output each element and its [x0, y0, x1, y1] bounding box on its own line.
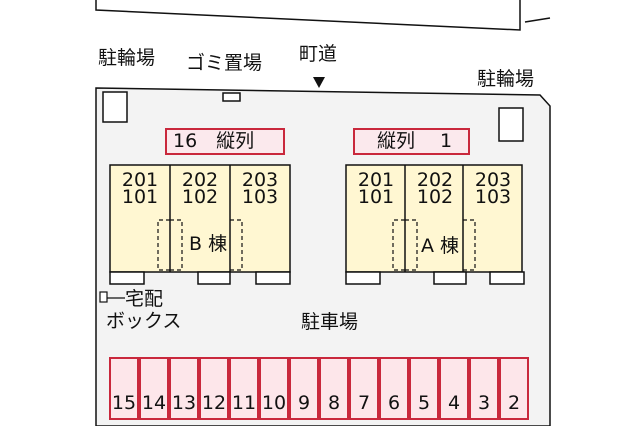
parking-space: 5	[409, 357, 439, 420]
parking-space-number: 14	[141, 392, 167, 414]
tandem-parking-banner-left: 16 縦列	[165, 128, 285, 155]
building-b-name: B 棟	[189, 233, 228, 255]
bicycle-parking-right-label: 駐輪場	[477, 68, 535, 90]
unit-number-upper: 202	[181, 169, 219, 191]
road-label: 町道	[299, 43, 338, 65]
road-edge-line	[524, 17, 551, 23]
adjacent-lot-edge	[95, 0, 521, 31]
garbage-station-label: ゴミ置場	[186, 52, 263, 74]
garbage-station	[222, 92, 241, 102]
unit-label: 203 103	[231, 169, 289, 208]
entrance-step	[109, 271, 145, 285]
parking-space: 9	[289, 357, 319, 420]
parking-space-number: 12	[201, 392, 227, 414]
parking-space-number: 5	[417, 392, 431, 414]
unit-number-lower: 102	[416, 186, 454, 208]
parking-space-number: 10	[261, 392, 287, 414]
unit-label: 202 102	[171, 169, 229, 208]
entrance-step	[433, 271, 467, 285]
delivery-box-label-line1: 宅配	[125, 288, 164, 310]
parking-space-number: 2	[507, 392, 521, 414]
unit-number-upper: 201	[121, 169, 159, 191]
parking-space: 8	[319, 357, 349, 420]
building-a-name: A 棟	[421, 235, 460, 257]
parking-space: 2	[499, 357, 529, 420]
unit-number-lower: 102	[181, 186, 219, 208]
parking-space-number: 3	[477, 392, 491, 414]
bicycle-parking-left-label: 駐輪場	[98, 47, 156, 69]
parking-space-number: 11	[231, 392, 257, 414]
building-b	[109, 164, 291, 285]
entrance-step	[197, 271, 231, 285]
stair-outline	[463, 219, 476, 271]
unit-number-upper: 202	[416, 169, 454, 191]
parking-space: 13	[169, 357, 199, 420]
entrance-step	[489, 271, 525, 285]
stair-outline	[170, 219, 183, 271]
stair-outline	[405, 219, 418, 271]
unit-label: 203 103	[464, 169, 522, 208]
stair-outline	[230, 219, 243, 271]
building-b-outline	[109, 164, 291, 273]
unit-number-upper: 203	[241, 169, 279, 191]
unit-number-upper: 201	[357, 169, 395, 191]
delivery-box-label-line2: ボックス	[106, 310, 182, 332]
parking-space-number: 6	[387, 392, 401, 414]
tandem-parking-banner-right: 縦列 1	[353, 128, 470, 155]
parking-label: 駐車場	[301, 311, 359, 333]
delivery-box	[99, 291, 108, 303]
unit-number-lower: 101	[121, 186, 159, 208]
parking-space-number: 13	[171, 392, 197, 414]
unit-label: 202 102	[406, 169, 464, 208]
stair-outline	[392, 219, 405, 271]
unit-number-lower: 101	[357, 186, 395, 208]
parking-space-number: 4	[447, 392, 461, 414]
parking-space-number: 15	[111, 392, 137, 414]
unit-label: 201 101	[111, 169, 169, 208]
parking-space: 4	[439, 357, 469, 420]
unit-number-lower: 103	[241, 186, 279, 208]
entrance-step	[255, 271, 291, 285]
bicycle-parking-left	[102, 91, 128, 123]
bicycle-parking-right	[498, 107, 524, 142]
stair-outline	[157, 219, 170, 271]
parking-space-number: 7	[357, 392, 371, 414]
parking-space: 6	[379, 357, 409, 420]
parking-space: 10	[259, 357, 289, 420]
parking-space-number: 9	[297, 392, 311, 414]
parking-space: 12	[199, 357, 229, 420]
building-a	[345, 164, 525, 285]
parking-space: 15	[109, 357, 139, 420]
unit-number-upper: 203	[474, 169, 512, 191]
parking-space-number: 8	[327, 392, 341, 414]
unit-label: 201 101	[347, 169, 405, 208]
parking-space: 3	[469, 357, 499, 420]
parking-space: 14	[139, 357, 169, 420]
road-direction-arrow-icon	[313, 77, 325, 88]
entrance-step	[345, 271, 381, 285]
parking-space: 11	[229, 357, 259, 420]
parking-space: 7	[349, 357, 379, 420]
unit-number-lower: 103	[474, 186, 512, 208]
